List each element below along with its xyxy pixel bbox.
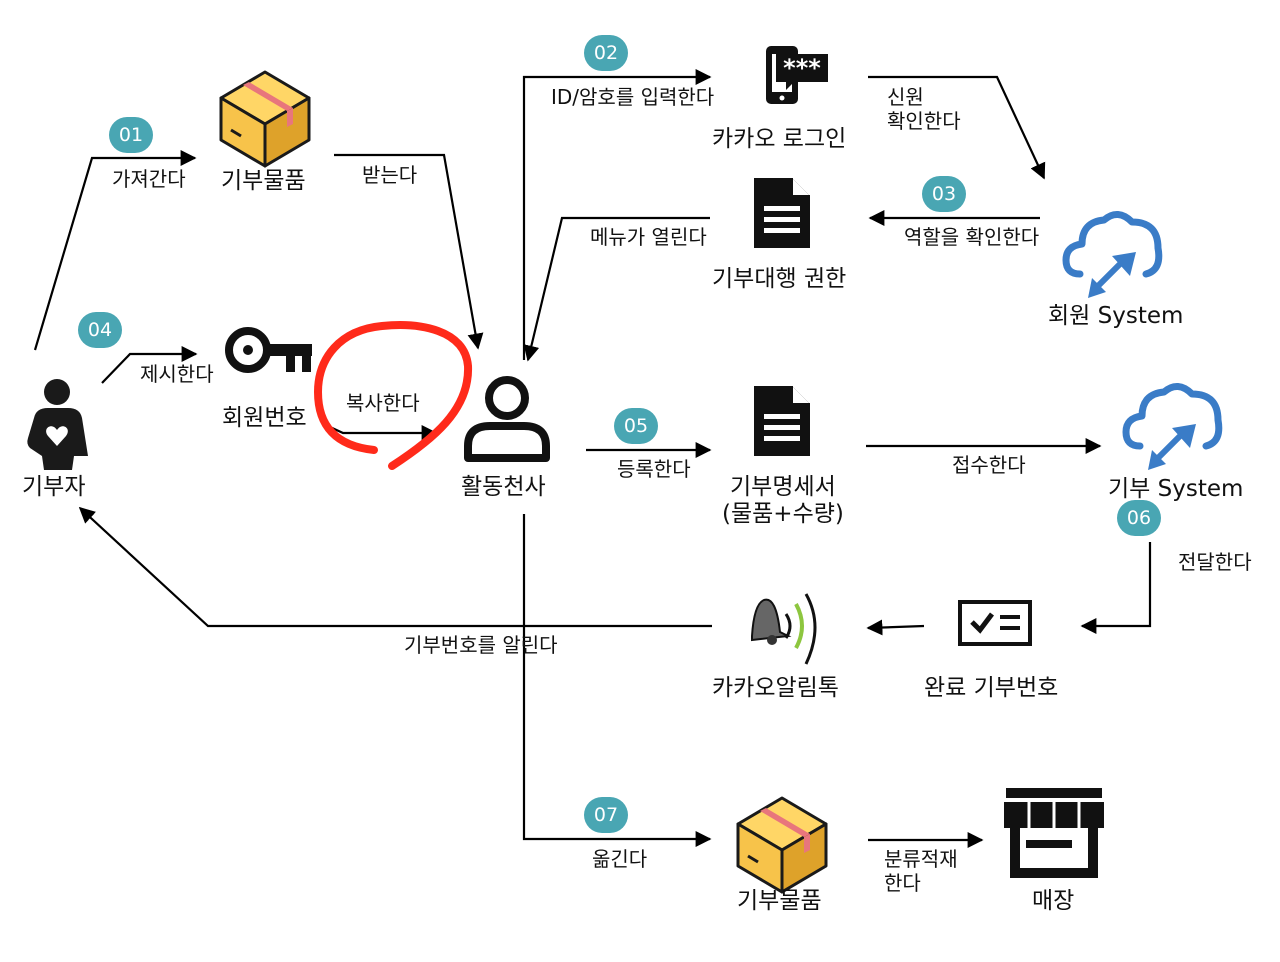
verb-register: 등록한다 xyxy=(617,457,691,481)
donation-system-label: 기부 System xyxy=(1108,476,1244,502)
step-badge-01: 01 xyxy=(109,117,153,153)
arrow-alimtalk xyxy=(866,619,925,636)
step-badge-02: 02 xyxy=(584,35,628,71)
svg-text:***: *** xyxy=(783,54,821,82)
step-badge-07: 07 xyxy=(584,797,628,833)
arrows xyxy=(33,69,1152,848)
store-icon xyxy=(1004,788,1104,878)
step-badge-06: 06 xyxy=(1117,500,1161,536)
verb-enter-id: ID/암호를 입력한다 xyxy=(551,85,715,109)
bell-notification-icon xyxy=(751,593,817,665)
arrow-receive xyxy=(334,153,484,350)
parcel-box-icon xyxy=(736,796,828,894)
verb-receive: 받는다 xyxy=(362,163,418,187)
done-number-label: 완료 기부번호 xyxy=(924,675,1059,701)
volunteer-label: 활동천사 xyxy=(461,474,546,500)
proxy-auth-label: 기부대행 권한 xyxy=(712,266,847,292)
statement-label-line1: 기부명세서 xyxy=(730,474,836,500)
user-icon xyxy=(464,376,550,462)
arrow-take xyxy=(33,150,197,351)
step-badge-04: 04 xyxy=(78,312,122,348)
phone-password-icon: *** xyxy=(766,46,828,104)
arrow-confirm-identity xyxy=(868,75,1046,180)
donor-label: 기부자 xyxy=(22,474,86,500)
verb-sort-line1: 분류적재 xyxy=(884,847,958,871)
verb-sort-line2: 한다 xyxy=(884,870,921,895)
donor-heart-icon xyxy=(27,379,88,470)
member-system-label: 회원 System xyxy=(1048,303,1184,329)
goods-top-label: 기부물품 xyxy=(221,168,306,194)
verb-copy: 복사한다 xyxy=(346,391,420,415)
highlight-scribble xyxy=(313,321,473,470)
cloud-sync-icon xyxy=(1122,383,1223,470)
arrow-notify xyxy=(78,506,712,628)
statement-label: 기부명세서 (물품+수량) xyxy=(722,474,844,528)
step-badge-03: 03 xyxy=(922,176,966,212)
arrow-enter-id xyxy=(522,69,712,360)
verb-accept: 접수한다 xyxy=(952,453,1026,477)
arrow-present xyxy=(101,346,198,384)
arrow-menu-open xyxy=(523,216,710,362)
document-icon xyxy=(754,178,810,248)
statement-label-line2: (물품+수량) xyxy=(722,501,844,528)
store-label: 매장 xyxy=(1032,888,1075,914)
verb-deliver: 전달한다 xyxy=(1178,550,1252,574)
verb-notify: 기부번호를 알린다 xyxy=(404,633,558,657)
checklist-icon xyxy=(958,600,1032,646)
verb-confirm-line1: 신원 xyxy=(887,85,924,109)
step-badge-05: 05 xyxy=(614,408,658,444)
goods-bottom-label: 기부물품 xyxy=(737,888,822,914)
verb-confirm-identity: 신원 확인한다 xyxy=(887,85,961,133)
verb-confirm-line2: 확인한다 xyxy=(887,108,961,133)
verb-check-role: 역할을 확인한다 xyxy=(904,225,1040,249)
member-number-label: 회원번호 xyxy=(222,405,307,431)
kakao-alimtalk-label: 카카오알림톡 xyxy=(712,675,839,701)
verb-sort: 분류적재 한다 xyxy=(884,847,958,895)
parcel-box-icon xyxy=(219,70,311,168)
verb-menu-open: 메뉴가 열린다 xyxy=(590,225,707,249)
kakao-login-label: 카카오 로그인 xyxy=(712,126,847,152)
verb-take: 가져간다 xyxy=(112,167,186,191)
key-icon xyxy=(225,327,312,373)
arrow-deliver xyxy=(1080,542,1152,634)
verb-present: 제시한다 xyxy=(140,362,214,386)
cloud-sync-icon xyxy=(1062,211,1163,298)
arrow-move xyxy=(522,514,712,847)
document-icon xyxy=(754,386,810,456)
verb-move: 옮긴다 xyxy=(592,847,648,871)
arrow-copy xyxy=(329,425,438,441)
